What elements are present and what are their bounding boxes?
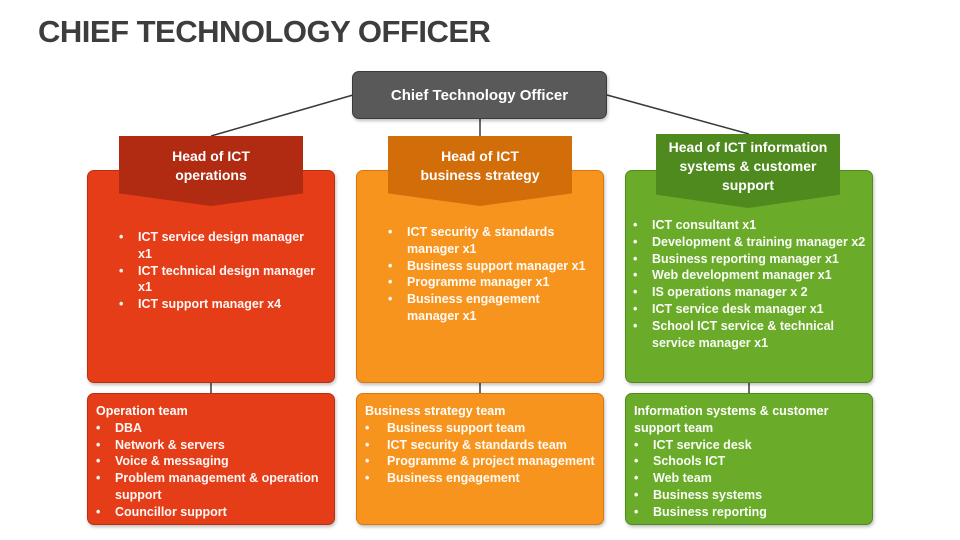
team-title: Business strategy team [365,404,506,418]
role-item: IS operations manager x 2 [633,284,869,301]
business-strategy-team-list: Business support team ICT security & sta… [365,420,595,487]
banner-line: Head of ICT information [668,138,828,155]
team-item: Programme & project management [365,453,595,470]
team-item: Business support team [365,420,595,437]
banner-line: operations [175,167,247,183]
role-item: Business support manager x1 [388,258,588,275]
cto-node: Chief Technology Officer [352,71,607,119]
team-title: Operation team [96,404,188,418]
connector-cto-to-operations [210,94,354,137]
team-item: Web team [634,470,864,487]
role-item: ICT service design manager x1 [119,229,319,263]
role-item: School ICT service & technical service m… [633,318,869,352]
operation-team-list: DBA Network & servers Voice & messaging … [96,420,326,521]
role-item: Web development manager x1 [633,267,869,284]
team-item: Schools ICT [634,453,864,470]
role-item: ICT service desk manager x1 [633,301,869,318]
connector-cto-to-information [606,94,750,135]
team-item: DBA [96,420,326,437]
information-systems-team-list: ICT service desk Schools ICT Web team Bu… [634,437,864,521]
team-item: Voice & messaging [96,453,326,470]
team-item: Network & servers [96,437,326,454]
team-item: ICT security & standards team [365,437,595,454]
head-of-operations-banner: Head of ICT operations [119,136,303,206]
role-item: ICT support manager x4 [119,296,319,313]
team-item: Councillor support [96,504,326,521]
information-roles-list: ICT consultant x1 Development & training… [633,217,869,351]
team-item: Business engagement [365,470,595,487]
head-of-information-banner: Head of ICT information systems & custom… [656,134,840,208]
page-title: CHIEF TECHNOLOGY OFFICER [38,14,491,49]
business-strategy-team-card: Business strategy team Business support … [356,393,604,525]
operations-roles-card: ICT service design manager x1 ICT techni… [87,170,335,383]
banner-line: Head of ICT [172,148,250,164]
team-item: ICT service desk [634,437,864,454]
role-item: Programme manager x1 [388,274,588,291]
strategy-roles-list: ICT security & standards manager x1 Busi… [388,224,588,325]
team-item: Business reporting [634,504,864,521]
operations-roles-list: ICT service design manager x1 ICT techni… [119,229,319,313]
operation-team-card: Operation team DBA Network & servers Voi… [87,393,335,525]
banner-line: business strategy [420,167,540,183]
team-item: Problem management & operation support [96,470,326,504]
role-item: Development & training manager x2 [633,234,869,251]
role-item: ICT technical design manager x1 [119,263,319,297]
role-item: ICT security & standards manager x1 [388,224,588,258]
role-item: Business engagement manager x1 [388,291,588,325]
role-item: Business reporting manager x1 [633,251,869,268]
banner-line: support [721,176,775,193]
role-item: ICT consultant x1 [633,217,869,234]
head-of-strategy-banner: Head of ICT business strategy [388,136,572,206]
banner-line: Head of ICT [441,148,519,164]
team-title: Information systems & customer support t… [634,404,829,435]
information-systems-team-card: Information systems & customer support t… [625,393,873,525]
banner-line: systems & customer [679,157,817,174]
team-item: Business systems [634,487,864,504]
